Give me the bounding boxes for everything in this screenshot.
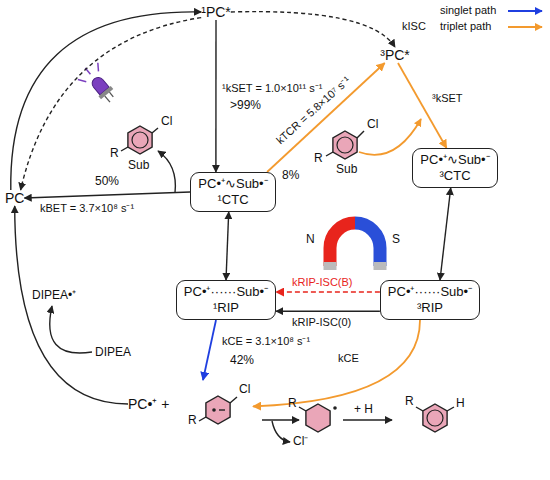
text-label: Sub <box>128 158 149 172</box>
text-label: DIPEA•⁺ <box>32 288 76 302</box>
text-label: R <box>405 394 414 408</box>
text-label: R <box>188 413 197 427</box>
rate-label: kRIP-ISC(0) <box>292 316 351 329</box>
rate-label: ³kSET <box>432 92 463 105</box>
legend-entry: triplet path <box>440 20 491 33</box>
reaction-arrow <box>276 311 380 312</box>
node-text: ¹PC* <box>201 4 231 20</box>
text-label: Cl <box>161 114 172 128</box>
node-text: PC•⁺······Sub•⁻ <box>184 284 268 300</box>
rate-label: kCE = 3.1×10⁸ s⁻¹ <box>222 335 310 348</box>
text-label: + H <box>354 402 373 416</box>
bonds <box>121 128 454 421</box>
reaction-arrow <box>231 12 395 47</box>
legend-text: triplet path <box>440 20 491 32</box>
reaction-arrows <box>50 119 421 442</box>
text-label: 8% <box>282 168 299 182</box>
node-text: ³RIP <box>388 300 472 316</box>
species-label: ³PC* <box>380 47 410 63</box>
light-source <box>75 60 122 109</box>
text-label: >99% <box>230 98 261 112</box>
node-text: PC•⁺∿Sub•⁻ <box>198 176 267 192</box>
reaction-arrow <box>11 12 201 190</box>
radical-marks <box>212 406 337 412</box>
text-label: 50% <box>95 174 119 188</box>
text-label: Cl⁻ <box>293 434 308 448</box>
rate-label: kCE <box>338 352 359 365</box>
legend-entry: singlet path <box>440 4 496 17</box>
reaction-arrow <box>203 320 216 380</box>
reaction-arrow <box>226 212 229 280</box>
text-label: N <box>306 232 315 246</box>
text-label: R <box>110 146 119 160</box>
rate-label: kBET = 3.7×10⁸ s⁻¹ <box>40 202 134 215</box>
text-label: Sub <box>336 162 357 176</box>
legend-text: singlet path <box>440 4 496 16</box>
rate-label: kISC <box>402 20 426 33</box>
node-text: PC•⁺ + <box>128 396 169 412</box>
text-label: Cl <box>239 382 250 396</box>
species-label: ¹PC* <box>201 4 231 20</box>
state-box: PC•⁺∿Sub•⁻¹CTC <box>190 172 275 212</box>
reaction-arrow <box>253 320 420 406</box>
legend-samples <box>508 11 542 27</box>
node-text: ¹CTC <box>198 192 267 208</box>
node-text: PC <box>5 190 24 206</box>
species-label: PC <box>5 190 24 206</box>
node-text: PC•⁺······Sub•⁻ <box>388 284 472 300</box>
rate-label: ¹kSET = 1.0×10¹¹ s⁻¹ <box>222 82 322 95</box>
state-box: PC•⁺∿Sub•⁻³CTC <box>412 148 497 188</box>
text-label: 42% <box>230 353 254 367</box>
text-label: DIPEA <box>95 345 131 359</box>
reaction-arrow <box>21 18 202 190</box>
text-label: R <box>288 396 297 410</box>
node-text: ¹RIP <box>184 300 268 316</box>
rate-label: kRIP-ISC(B) <box>292 276 353 289</box>
node-text: ³CTC <box>420 168 489 184</box>
text-label: R <box>314 151 323 165</box>
reaction-arrow <box>276 291 380 292</box>
text-label: H <box>456 396 465 410</box>
text-label: Cl <box>367 117 378 131</box>
reaction-arrow <box>15 206 128 404</box>
node-text: PC•⁺∿Sub•⁻ <box>420 152 489 168</box>
reaction-arrow <box>398 63 447 148</box>
state-box: PC•⁺······Sub•⁻¹RIP <box>176 280 276 320</box>
magnet <box>330 223 380 270</box>
reaction-arrow <box>215 20 217 172</box>
reaction-arrow <box>267 63 385 172</box>
reaction-arrow <box>440 188 451 280</box>
text-label: S <box>392 232 400 246</box>
benzene-rings <box>128 126 447 432</box>
state-box: PC•⁺······Sub•⁻³RIP <box>380 280 480 320</box>
node-text: ³PC* <box>380 47 410 63</box>
reaction-arrow <box>25 192 191 198</box>
